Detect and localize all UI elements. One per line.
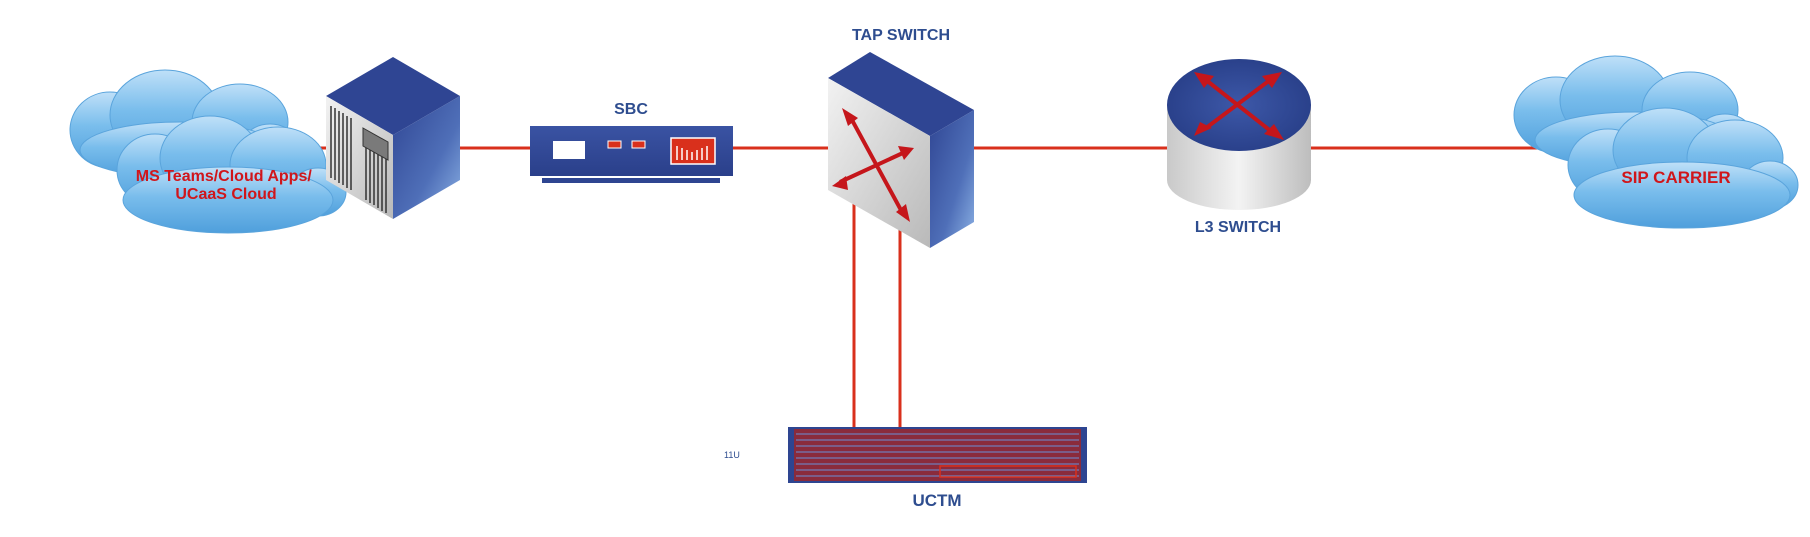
uctm-body [792,427,1083,483]
tap-switch-label: TAP SWITCH [852,27,950,44]
sip-carrier-label: SIP CARRIER [1621,168,1730,187]
rack-unit-label: 11U [724,450,740,460]
uctm-bays [796,433,1079,477]
cloud-left-front [116,115,347,234]
uctm-ear-right [1081,427,1087,483]
sbc-base [542,178,720,183]
server-cube-icon [326,57,460,219]
cloud-left-label: MS Teams/Cloud Apps/ UCaaS Cloud [136,168,316,203]
uctm-label: UCTM [912,491,961,510]
cloud-left-label-line1: MS Teams/Cloud Apps/ [136,168,313,185]
rack-appliance-icon: 11U UCTM [724,427,1087,510]
server-side [393,96,460,219]
cloud-left-label-line2: UCaaS Cloud [175,186,276,203]
router-cylinder-icon: L3 SWITCH [1167,59,1311,236]
sbc-label: SBC [614,101,648,118]
server-panel [362,127,389,161]
sbc-port-bars [676,146,708,160]
sbc-display [553,141,585,159]
tap-side [930,110,974,248]
cloud-icon: MS Teams/Cloud Apps/ UCaaS Cloud [69,69,347,234]
server-grille [330,106,387,213]
sbc-led-1 [607,140,622,149]
cloud-icon: SIP CARRIER [1513,55,1799,229]
tap-switch-cube-icon: TAP SWITCH [828,27,974,248]
tap-top [828,52,974,136]
l3-arrows-icon [1194,72,1284,140]
uctm-drive-panel [939,465,1077,478]
tap-arrows-icon [832,108,914,222]
sbc-appliance-icon: SBC [530,101,733,183]
sbc-led-2 [631,140,646,149]
cloud-right-front [1567,107,1799,229]
uctm-ear-left [788,427,794,483]
l3-switch-label: L3 SWITCH [1195,219,1281,236]
